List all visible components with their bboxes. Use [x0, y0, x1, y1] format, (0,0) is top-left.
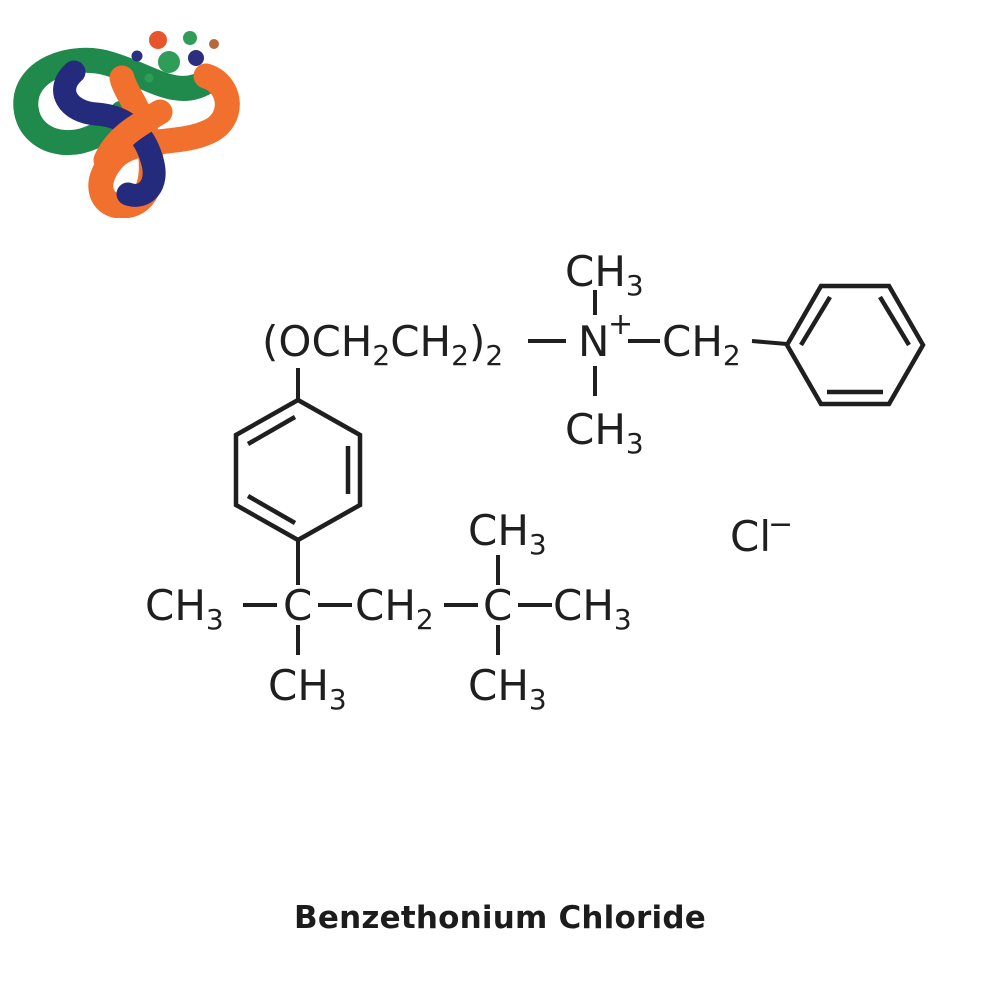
c1-methyl-bottom-label: CH3 [268, 661, 347, 716]
atom-labels: (OCH2CH2)2 N + CH3 CH3 CH2 Cl − CH3 C CH… [145, 247, 793, 716]
compound-name-caption: Benzethonium Chloride [294, 900, 706, 936]
carbon-1-label: C [283, 581, 312, 630]
benzyl-inner-bond-upper-left [799, 295, 832, 347]
ether-sub-3: 2 [485, 339, 503, 372]
bond-lines [243, 290, 788, 655]
logo-dot [188, 50, 204, 66]
phenoxy-inner-bond-lower-left [246, 494, 297, 525]
chloride-label: Cl [730, 512, 771, 561]
ether-ch: CH [390, 317, 451, 366]
logo-dot [209, 39, 219, 49]
c2-methyl-top-label: CH3 [468, 506, 547, 561]
ether-close-paren: ) [469, 317, 485, 366]
n-methyl-bottom-label: CH3 [565, 405, 644, 460]
nitrogen-label: N [578, 317, 609, 366]
logo-dot [183, 31, 197, 45]
carbon-2-label: C [483, 581, 512, 630]
benzyl-inner-bond-upper-right [878, 295, 911, 347]
logo-dot [131, 50, 143, 62]
chloride-charge-label: − [768, 507, 793, 542]
alkyl-ch2-mid-label: CH2 [355, 581, 434, 636]
logo-ribbon-green [13, 47, 219, 156]
logo-dot [158, 51, 180, 73]
phenoxy-inner-bond-upper-left [246, 415, 297, 446]
benzyl-ring-outline [784, 283, 926, 407]
phenoxy-ring [233, 397, 363, 543]
ether-sub-1: 2 [372, 339, 390, 372]
logo-svg [13, 31, 240, 219]
nitrogen-charge-label: + [608, 307, 633, 342]
alkyl-ch3-right-label: CH3 [553, 581, 632, 636]
benzethonium-chloride-structure: (OCH2CH2)2 N + CH3 CH3 CH2 Cl − CH3 C CH… [0, 210, 1000, 770]
ether-sub-2: 2 [451, 339, 469, 372]
ether-open-paren: (OCH [262, 317, 372, 366]
alkyl-ch3-left-label: CH3 [145, 581, 224, 636]
c2-methyl-bottom-label: CH3 [468, 661, 547, 716]
logo-dot [149, 31, 167, 49]
ether-group-label: (OCH2CH2)2 [262, 317, 503, 372]
logo-dots [131, 31, 219, 83]
benzyl-ch2-label: CH2 [662, 317, 741, 372]
phenoxy-ring-outline [233, 397, 363, 543]
logo-ribbon-orange-overlay [93, 99, 173, 173]
logo-dot [144, 73, 154, 83]
structure-svg: (OCH2CH2)2 N + CH3 CH3 CH2 Cl − CH3 C CH… [145, 247, 926, 716]
benzyl-ring [784, 283, 926, 407]
company-trefoil-logo [10, 8, 240, 219]
bond-ch2-to-ring [751, 339, 788, 346]
n-methyl-top-label: CH3 [565, 247, 644, 302]
